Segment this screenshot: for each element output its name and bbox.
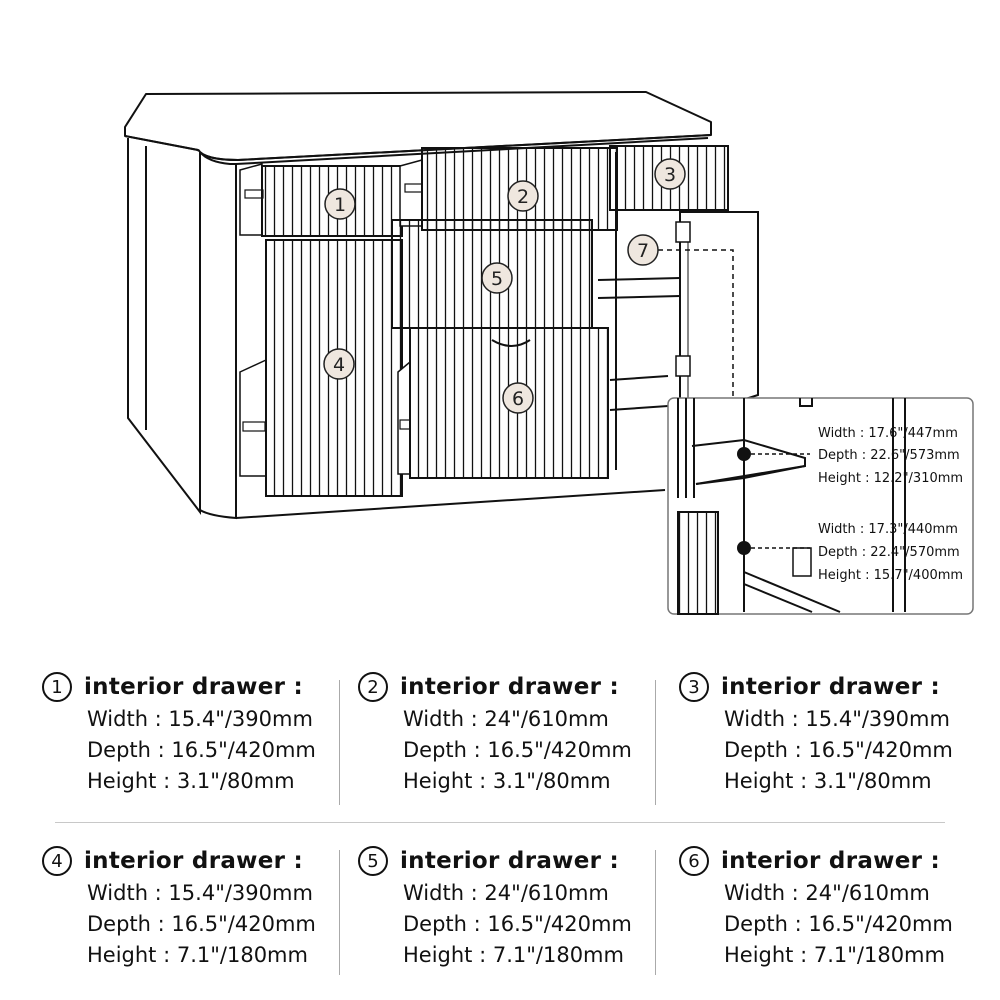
cabinet-top <box>124 91 712 161</box>
spec-number: 3 <box>679 672 709 702</box>
drawer-2 <box>399 147 618 231</box>
badge-5: 5 <box>481 262 513 294</box>
spec-title: interior drawer : <box>84 848 304 874</box>
badge-3: 3 <box>654 158 686 190</box>
spec-title: interior drawer : <box>721 674 941 700</box>
spec-number: 4 <box>42 846 72 876</box>
spec-depth: Depth : 16.5"/420mm <box>724 912 953 936</box>
spec-title: interior drawer : <box>721 848 941 874</box>
spec-drawer-4: 4 interior drawer : Width : 15.4"/390mm … <box>42 844 342 971</box>
spec-number: 6 <box>679 846 709 876</box>
inset-upper-width: Width : 17.6"/447mm <box>818 426 958 441</box>
svg-text:7: 7 <box>637 240 649 262</box>
svg-text:5: 5 <box>491 268 503 290</box>
svg-text:6: 6 <box>512 388 524 410</box>
spec-drawer-5: 5 interior drawer : Width : 24"/610mm De… <box>358 844 658 971</box>
inset-upper-height: Height : 12.2"/310mm <box>818 471 963 486</box>
badge-7-leader <box>658 249 734 400</box>
spec-drawer-6: 6 interior drawer : Width : 24"/610mm De… <box>679 844 979 971</box>
spec-title: interior drawer : <box>84 674 304 700</box>
svg-text:3: 3 <box>664 164 676 186</box>
spec-depth: Depth : 16.5"/420mm <box>724 738 953 762</box>
badge-1: 1 <box>324 188 356 220</box>
spec-width: Width : 24"/610mm <box>724 881 930 905</box>
spec-depth: Depth : 16.5"/420mm <box>87 912 316 936</box>
spec-number: 2 <box>358 672 388 702</box>
column-divider <box>339 680 340 805</box>
spec-width: Width : 15.4"/390mm <box>87 881 313 905</box>
row-divider <box>55 822 945 823</box>
spec-depth: Depth : 16.5"/420mm <box>87 738 316 762</box>
spec-drawer-3: 3 interior drawer : Width : 15.4"/390mm … <box>679 670 979 797</box>
badge-4: 4 <box>323 348 355 380</box>
spec-width: Width : 15.4"/390mm <box>87 707 313 731</box>
spec-drawer-2: 2 interior drawer : Width : 24"/610mm De… <box>358 670 658 797</box>
spec-height: Height : 3.1"/80mm <box>87 769 295 793</box>
drawer-6 <box>397 327 609 479</box>
spec-depth: Depth : 16.5"/420mm <box>403 738 632 762</box>
spec-height: Height : 3.1"/80mm <box>724 769 932 793</box>
spec-width: Width : 15.4"/390mm <box>724 707 950 731</box>
inset-upper-depth: Depth : 22.6"/573mm <box>818 448 960 463</box>
spec-depth: Depth : 16.5"/420mm <box>403 912 632 936</box>
open-door <box>675 211 759 422</box>
spec-width: Width : 24"/610mm <box>403 881 609 905</box>
spec-height: Height : 7.1"/180mm <box>87 943 308 967</box>
spec-height: Height : 7.1"/180mm <box>724 943 945 967</box>
drawer-1 <box>239 163 403 237</box>
spec-height: Height : 3.1"/80mm <box>403 769 611 793</box>
column-divider <box>339 850 340 975</box>
inset-lower-width: Width : 17.3"/440mm <box>818 522 958 537</box>
cabinet-left-side <box>127 138 237 520</box>
column-divider <box>655 680 656 805</box>
spec-height: Height : 7.1"/180mm <box>403 943 624 967</box>
spec-number: 5 <box>358 846 388 876</box>
inset-lower-height: Height : 15.7"/400mm <box>818 568 963 583</box>
spec-number: 1 <box>42 672 72 702</box>
svg-text:2: 2 <box>517 186 529 208</box>
badge-7: 7 <box>627 234 659 266</box>
column-divider <box>655 850 656 975</box>
spec-title: interior drawer : <box>400 674 620 700</box>
svg-text:4: 4 <box>333 354 345 376</box>
interior-detail-inset: Width : 17.6"/447mm Depth : 22.6"/573mm … <box>667 397 974 615</box>
badge-2: 2 <box>507 180 539 212</box>
spec-width: Width : 24"/610mm <box>403 707 609 731</box>
spec-title: interior drawer : <box>400 848 620 874</box>
drawer-4 <box>239 239 403 497</box>
inset-lower-depth: Depth : 22.4"/570mm <box>818 545 960 560</box>
svg-text:1: 1 <box>334 194 346 216</box>
spec-drawer-1: 1 interior drawer : Width : 15.4"/390mm … <box>42 670 342 797</box>
badge-6: 6 <box>502 382 534 414</box>
